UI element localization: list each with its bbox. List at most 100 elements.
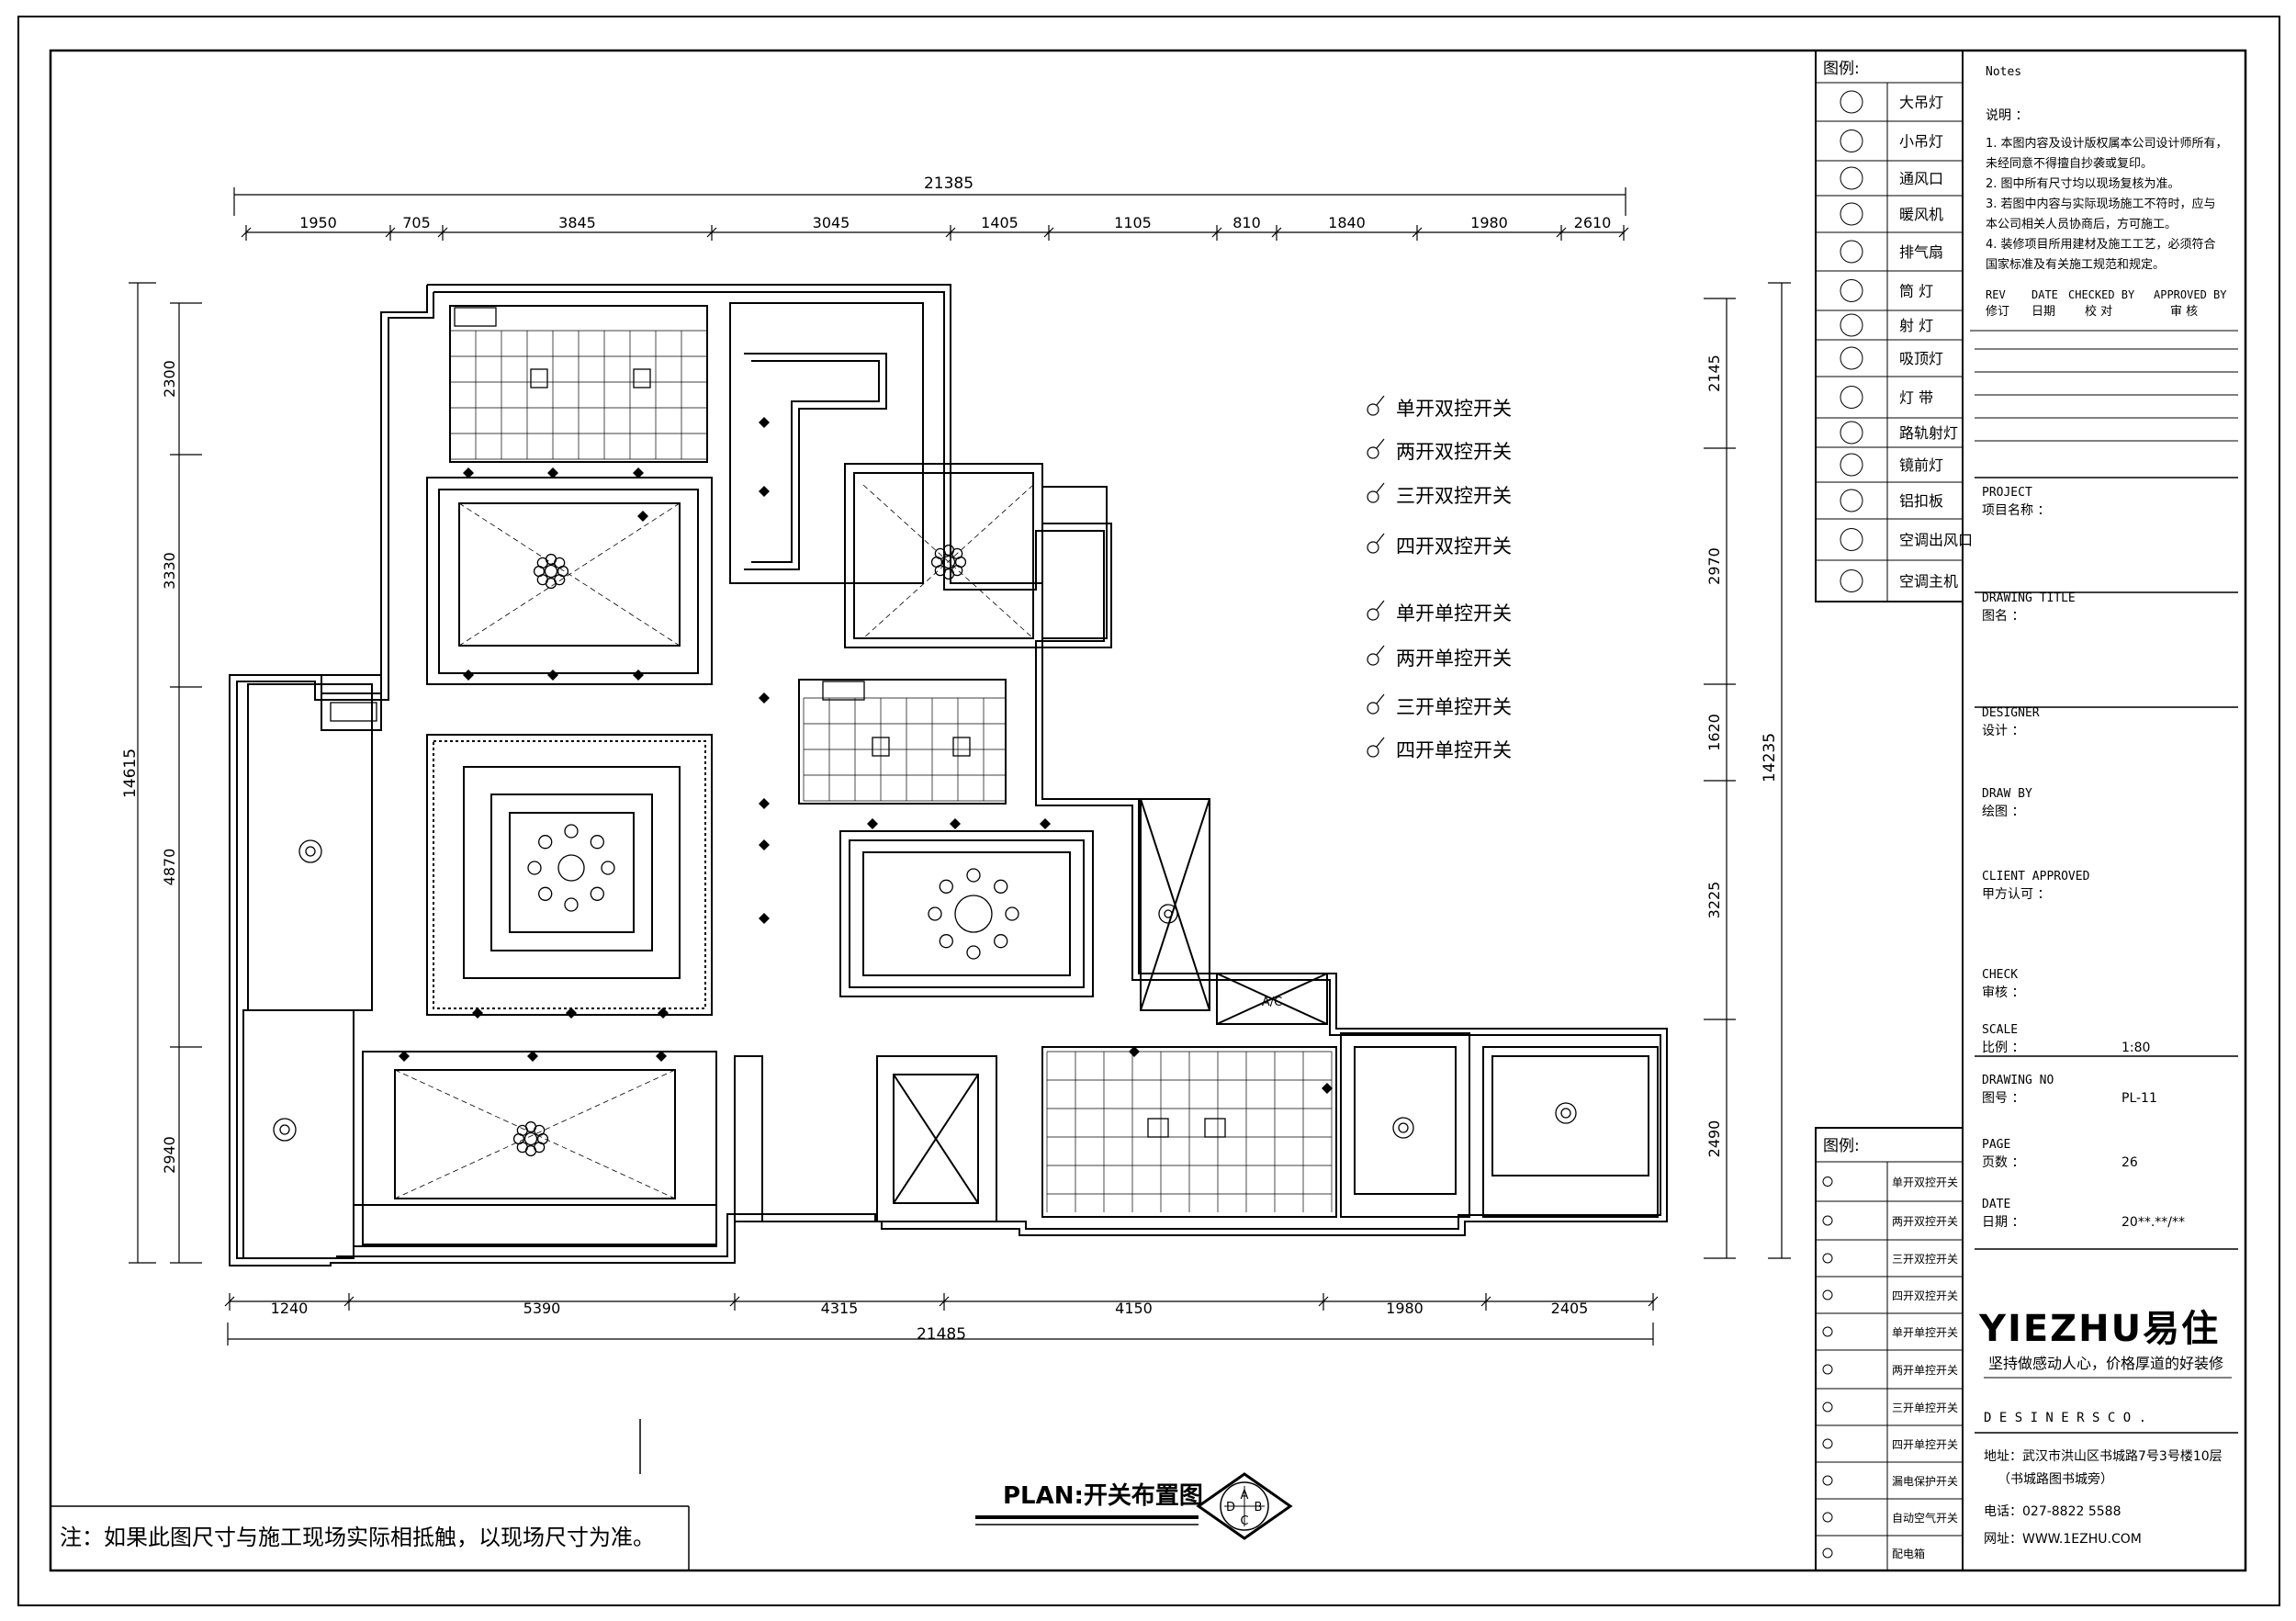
sheet-border xyxy=(17,16,2280,1606)
plan-switch-legend: 单开双控开关两开双控开关三开双控开关四开双控开关单开单控开关两开单控开关三开单控… xyxy=(1367,395,1512,761)
tb-check-cn: 审核 ： xyxy=(1982,985,2024,1000)
company-name: D E S I N E R S C O . xyxy=(1984,1411,2146,1425)
dim-top-1: 705 xyxy=(402,214,431,231)
tb-drawing_no-value: PL-11 xyxy=(2122,1091,2157,1106)
tb-draw_by-en: DRAW BY xyxy=(1982,787,2032,801)
tb-page-cn: 页数 ： xyxy=(1982,1155,2024,1170)
plan-legend-item-0: 单开双控开关 xyxy=(1396,398,1512,420)
tb-client-cn: 甲方认可 ： xyxy=(1982,887,2050,902)
legend-top-item-6: 射 灯 xyxy=(1899,317,1933,334)
dim-right-1: 2970 xyxy=(1705,547,1723,585)
legend-bottom-item-8: 漏电保护开关 xyxy=(1892,1475,1958,1488)
rev-header-cn-1: 日期 xyxy=(2032,305,2055,319)
legend-top-item-12: 空调出风口 xyxy=(1899,532,1973,549)
title-block xyxy=(1815,50,2238,1571)
company-address-2: （书城路图书城旁） xyxy=(1998,1471,2113,1487)
legend-top-item-8: 灯 带 xyxy=(1899,389,1933,407)
plan-legend-item-2: 三开双控开关 xyxy=(1396,485,1512,507)
dim-top-4: 1405 xyxy=(981,214,1019,231)
dim-left-0: 2300 xyxy=(161,360,178,398)
drawing-note: 注：如果此图尺寸与施工现场实际相抵触，以现场尺寸为准。 xyxy=(60,1525,655,1550)
section-mark-b: B xyxy=(1255,1501,1263,1514)
rev-header-en-0: REV xyxy=(1986,288,2006,301)
rev-header-en-1: DATE xyxy=(2032,288,2058,301)
light-fixtures xyxy=(273,307,1577,1157)
notes-line-4: 本公司相关人员协商后，方可施工。 xyxy=(1986,217,2177,231)
plan-title: PLAN:开关布置图 xyxy=(1003,1482,1203,1510)
plan-legend-item-5: 两开单控开关 xyxy=(1396,647,1512,670)
legend-top-item-4: 排气扇 xyxy=(1899,243,1943,261)
tb-check-en: CHECK xyxy=(1982,968,2018,982)
dim-left-2: 4870 xyxy=(161,849,178,886)
tb-drawing_no-en: DRAWING NO xyxy=(1982,1074,2054,1087)
tb-drawing_title-en: DRAWING TITLE xyxy=(1982,591,2076,605)
tb-client-en: CLIENT APPROVED xyxy=(1982,870,2090,884)
tb-project-en: PROJECT xyxy=(1982,486,2032,500)
notes-line-3: 3. 若图中内容与实际现场施工不符时，应与 xyxy=(1986,197,2216,211)
tb-scale-en: SCALE xyxy=(1982,1023,2018,1037)
plan-legend-item-4: 单开单控开关 xyxy=(1396,602,1512,625)
tb-page-value: 26 xyxy=(2122,1155,2138,1170)
legend-bottom-item-4: 单开单控开关 xyxy=(1892,1326,1958,1339)
plan-legend-item-7: 四开单控开关 xyxy=(1396,739,1512,761)
dim-top-0: 1950 xyxy=(299,214,337,231)
plan-legend-item-6: 三开单控开关 xyxy=(1396,696,1512,718)
legend-top-item-3: 暖风机 xyxy=(1899,206,1943,223)
section-mark-c: C xyxy=(1240,1514,1248,1528)
company-phone: 电话：027-8822 5588 xyxy=(1984,1504,2121,1519)
dim-bottom-3: 4150 xyxy=(1115,1300,1153,1317)
notes-line-6: 国家标准及有关施工规范和规定。 xyxy=(1986,257,2165,272)
legend-top-item-7: 吸顶灯 xyxy=(1899,350,1943,367)
tb-date-value: 20**.**/** xyxy=(2122,1215,2185,1230)
tb-drawing_title-cn: 图名 ： xyxy=(1982,609,2024,624)
dim-top-6: 810 xyxy=(1232,214,1261,231)
legend-top-item-9: 路轨射灯 xyxy=(1899,424,1958,442)
company-web: 网址：WWW.1EZHU.COM xyxy=(1984,1532,2142,1547)
tb-date-cn: 日期 ： xyxy=(1982,1215,2024,1230)
tb-drawing_no-cn: 图号 ： xyxy=(1982,1091,2024,1106)
dim-bottom-5: 2405 xyxy=(1551,1300,1589,1317)
legend-top-item-5: 筒 灯 xyxy=(1899,283,1933,300)
plan-legend-item-3: 四开双控开关 xyxy=(1396,535,1512,557)
ceiling-lines xyxy=(394,484,1034,1199)
drawing-frame xyxy=(49,49,2247,1572)
dim-bottom-1: 5390 xyxy=(523,1300,561,1317)
dim-bottom-2: 4315 xyxy=(821,1300,859,1317)
rev-header-en-2: CHECKED BY xyxy=(2068,288,2135,301)
walls xyxy=(229,284,1668,1266)
dim-top-9: 2610 xyxy=(1574,214,1612,231)
ac-label: A/C xyxy=(1262,996,1282,1009)
plan-title-block: PLAN:开关布置图 A B C D xyxy=(975,1472,1293,1540)
legend-bottom-item-1: 两开双控开关 xyxy=(1892,1215,1958,1228)
legend-bottom-title: 图例: xyxy=(1823,1137,1860,1155)
legend-bottom-item-10: 配电箱 xyxy=(1892,1547,1925,1560)
dim-bottom-0: 1240 xyxy=(271,1300,309,1317)
legend-top-item-10: 镜前灯 xyxy=(1899,456,1943,474)
dim-left-3: 2940 xyxy=(161,1136,178,1174)
dim-bottom-4: 1980 xyxy=(1386,1300,1424,1317)
notes-title: Notes xyxy=(1986,65,2021,79)
legend-bottom-item-3: 四开双控开关 xyxy=(1892,1289,1958,1302)
notes-line-2: 2. 图中所有尺寸均以现场复核为准。 xyxy=(1986,177,2180,191)
notes-shuoming: 说明 ： xyxy=(1986,108,2028,123)
dim-right-2: 1620 xyxy=(1705,714,1723,751)
rev-header-cn-3: 审 核 xyxy=(2170,305,2198,319)
legend-top-item-11: 铝扣板 xyxy=(1899,492,1943,510)
tb-designer-cn: 设计 ： xyxy=(1982,724,2024,738)
legend-bottom-item-2: 三开双控开关 xyxy=(1892,1253,1958,1266)
dim-top-total: 21385 xyxy=(924,174,974,193)
dim-right-total: 14235 xyxy=(1761,733,1779,782)
brand-slogan: 坚持做感动人心，价格厚道的好装修 xyxy=(1988,1355,2223,1372)
dim-right-3: 3225 xyxy=(1705,882,1723,919)
tb-date-en: DATE xyxy=(1982,1198,2010,1211)
tb-page-en: PAGE xyxy=(1982,1138,2010,1152)
tb-project-cn: 项目名称 ： xyxy=(1982,503,2050,518)
company-address: 地址：武汉市洪山区书城路7号3号楼10层 xyxy=(1984,1448,2223,1464)
legend-top-title: 图例: xyxy=(1823,60,1860,78)
dim-top-5: 1105 xyxy=(1114,214,1152,231)
rev-header-en-3: APPROVED BY xyxy=(2154,288,2227,301)
section-mark-a: A xyxy=(1241,1489,1249,1503)
dim-top-3: 3045 xyxy=(813,214,850,231)
dim-left-total: 14615 xyxy=(121,749,140,798)
